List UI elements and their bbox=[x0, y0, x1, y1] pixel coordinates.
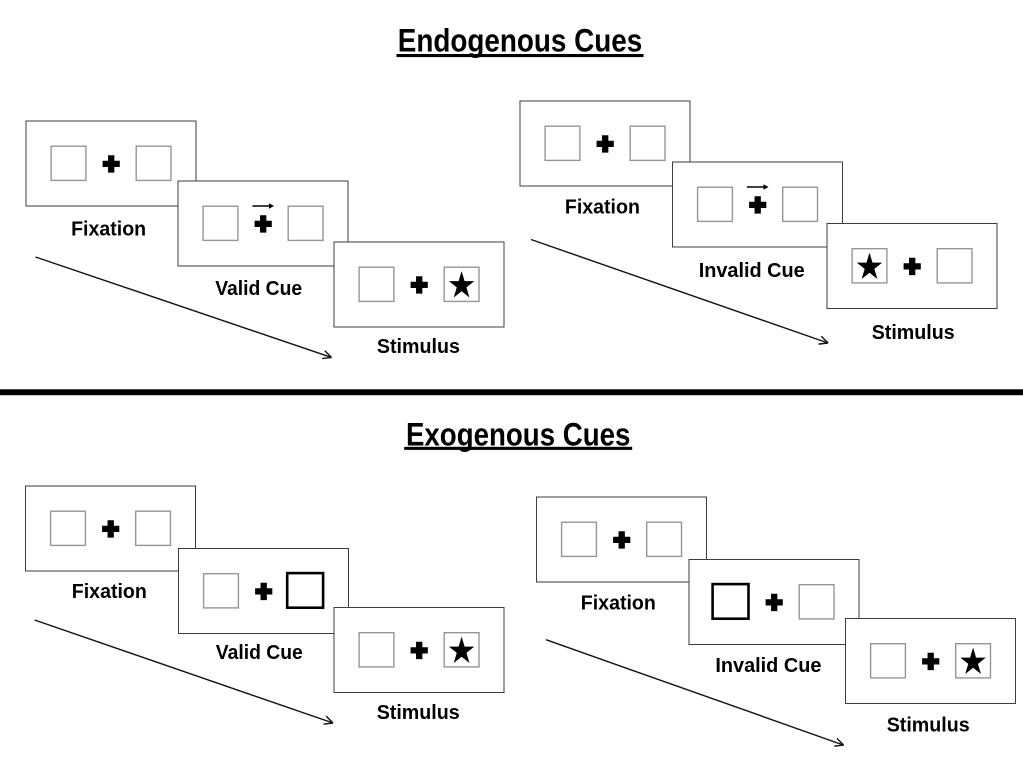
svg-text:Exogenous Cues: Exogenous Cues bbox=[406, 416, 631, 452]
svg-text:Fixation: Fixation bbox=[72, 581, 147, 603]
svg-text:Stimulus: Stimulus bbox=[872, 322, 955, 344]
svg-text:Stimulus: Stimulus bbox=[377, 336, 460, 358]
svg-text:Fixation: Fixation bbox=[71, 219, 146, 241]
svg-text:Stimulus: Stimulus bbox=[377, 702, 460, 724]
svg-text:Valid Cue: Valid Cue bbox=[215, 278, 302, 300]
svg-text:Stimulus: Stimulus bbox=[887, 715, 970, 737]
svg-text:Valid Cue: Valid Cue bbox=[216, 642, 303, 664]
svg-text:Fixation: Fixation bbox=[581, 593, 656, 615]
svg-text:Fixation: Fixation bbox=[565, 197, 640, 219]
svg-text:Endogenous Cues: Endogenous Cues bbox=[398, 22, 643, 58]
svg-text:Invalid Cue: Invalid Cue bbox=[699, 260, 805, 282]
svg-text:Invalid Cue: Invalid Cue bbox=[715, 655, 821, 677]
